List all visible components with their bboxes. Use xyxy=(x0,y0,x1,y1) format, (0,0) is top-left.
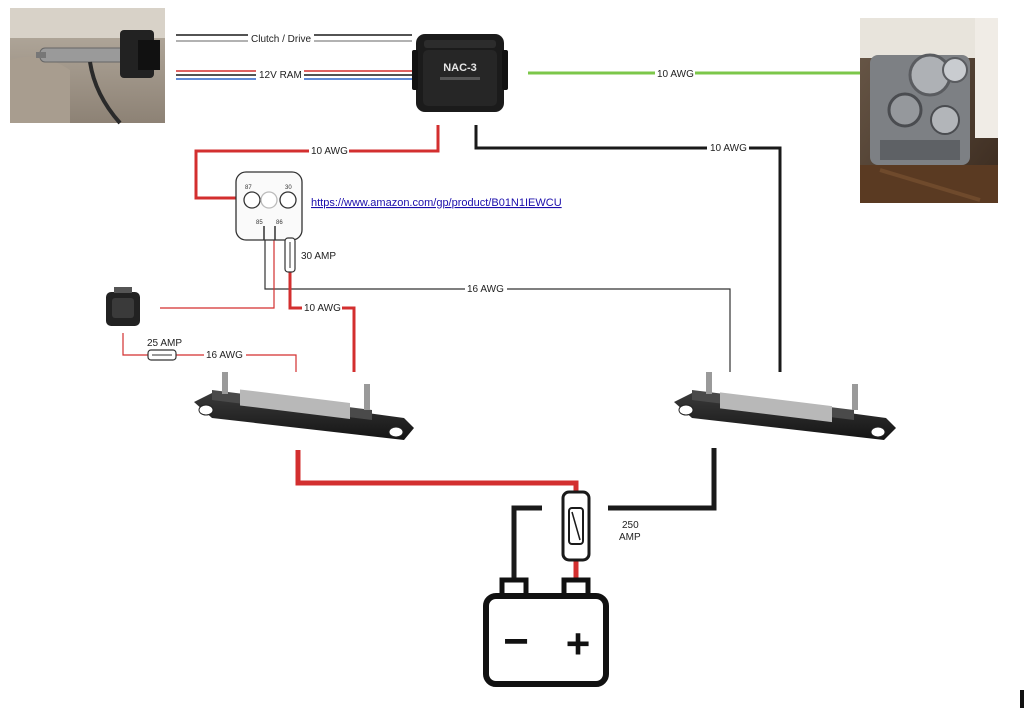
engine-photo xyxy=(860,18,998,203)
label-black-10awg: 10 AWG xyxy=(710,143,747,154)
main-negative-wire xyxy=(608,448,717,511)
fuse-30-amp xyxy=(284,237,296,273)
label-green-10awg: 10 AWG xyxy=(657,69,694,80)
battery-minus-icon: − xyxy=(503,617,529,666)
label-relay-10awg: 10 AWG xyxy=(304,303,341,314)
edge-marker xyxy=(1020,690,1024,708)
label-30-amp: 30 AMP xyxy=(301,251,336,262)
relay-pin-87: 87 xyxy=(245,185,252,191)
battery-negative-wire xyxy=(511,505,542,580)
bus-bar-left xyxy=(194,372,414,440)
rocker-switch xyxy=(106,287,140,326)
label-amp: AMP xyxy=(619,532,641,543)
relay-pin-30: 30 xyxy=(285,185,292,191)
relay-pin-86: 86 xyxy=(276,220,283,226)
nac3-title: NAC-3 xyxy=(443,62,477,74)
fuse-250-amp xyxy=(561,490,591,562)
black-wire-nac-bus xyxy=(474,125,782,372)
label-12v-ram: 12V RAM xyxy=(259,70,302,81)
bus-bar-right xyxy=(674,372,896,440)
label-clutch-drive: Clutch / Drive xyxy=(251,34,311,45)
nac3-autopilot-box: NAC-3 xyxy=(412,34,508,112)
thin-wire-switch-fuse xyxy=(122,333,148,356)
relay: 87 30 85 86 xyxy=(235,171,303,241)
hydraulic-ram-photo xyxy=(10,8,165,125)
red-wire-fuse-bus xyxy=(288,272,356,372)
label-25-amp: 25 AMP xyxy=(147,338,182,349)
battery-plus-icon: + xyxy=(566,620,591,667)
label-250: 250 xyxy=(622,520,639,531)
battery: − + xyxy=(483,577,609,687)
fuse-25-amp xyxy=(147,349,177,361)
red-wire-nac-relay xyxy=(194,125,440,200)
label-relay-16awg: 16 AWG xyxy=(467,284,504,295)
product-link[interactable]: https://www.amazon.com/gp/product/B01N1I… xyxy=(311,197,562,209)
label-red-10awg: 10 AWG xyxy=(311,146,348,157)
label-switch-16awg: 16 AWG xyxy=(206,350,243,361)
main-positive-wire xyxy=(295,450,579,492)
thin-wire-switch-relay xyxy=(160,235,275,309)
relay-pin-85: 85 xyxy=(256,220,263,226)
wire-labels: Clutch / Drive 12V RAM 10 AWG 10 AWG 10 … xyxy=(147,32,749,543)
